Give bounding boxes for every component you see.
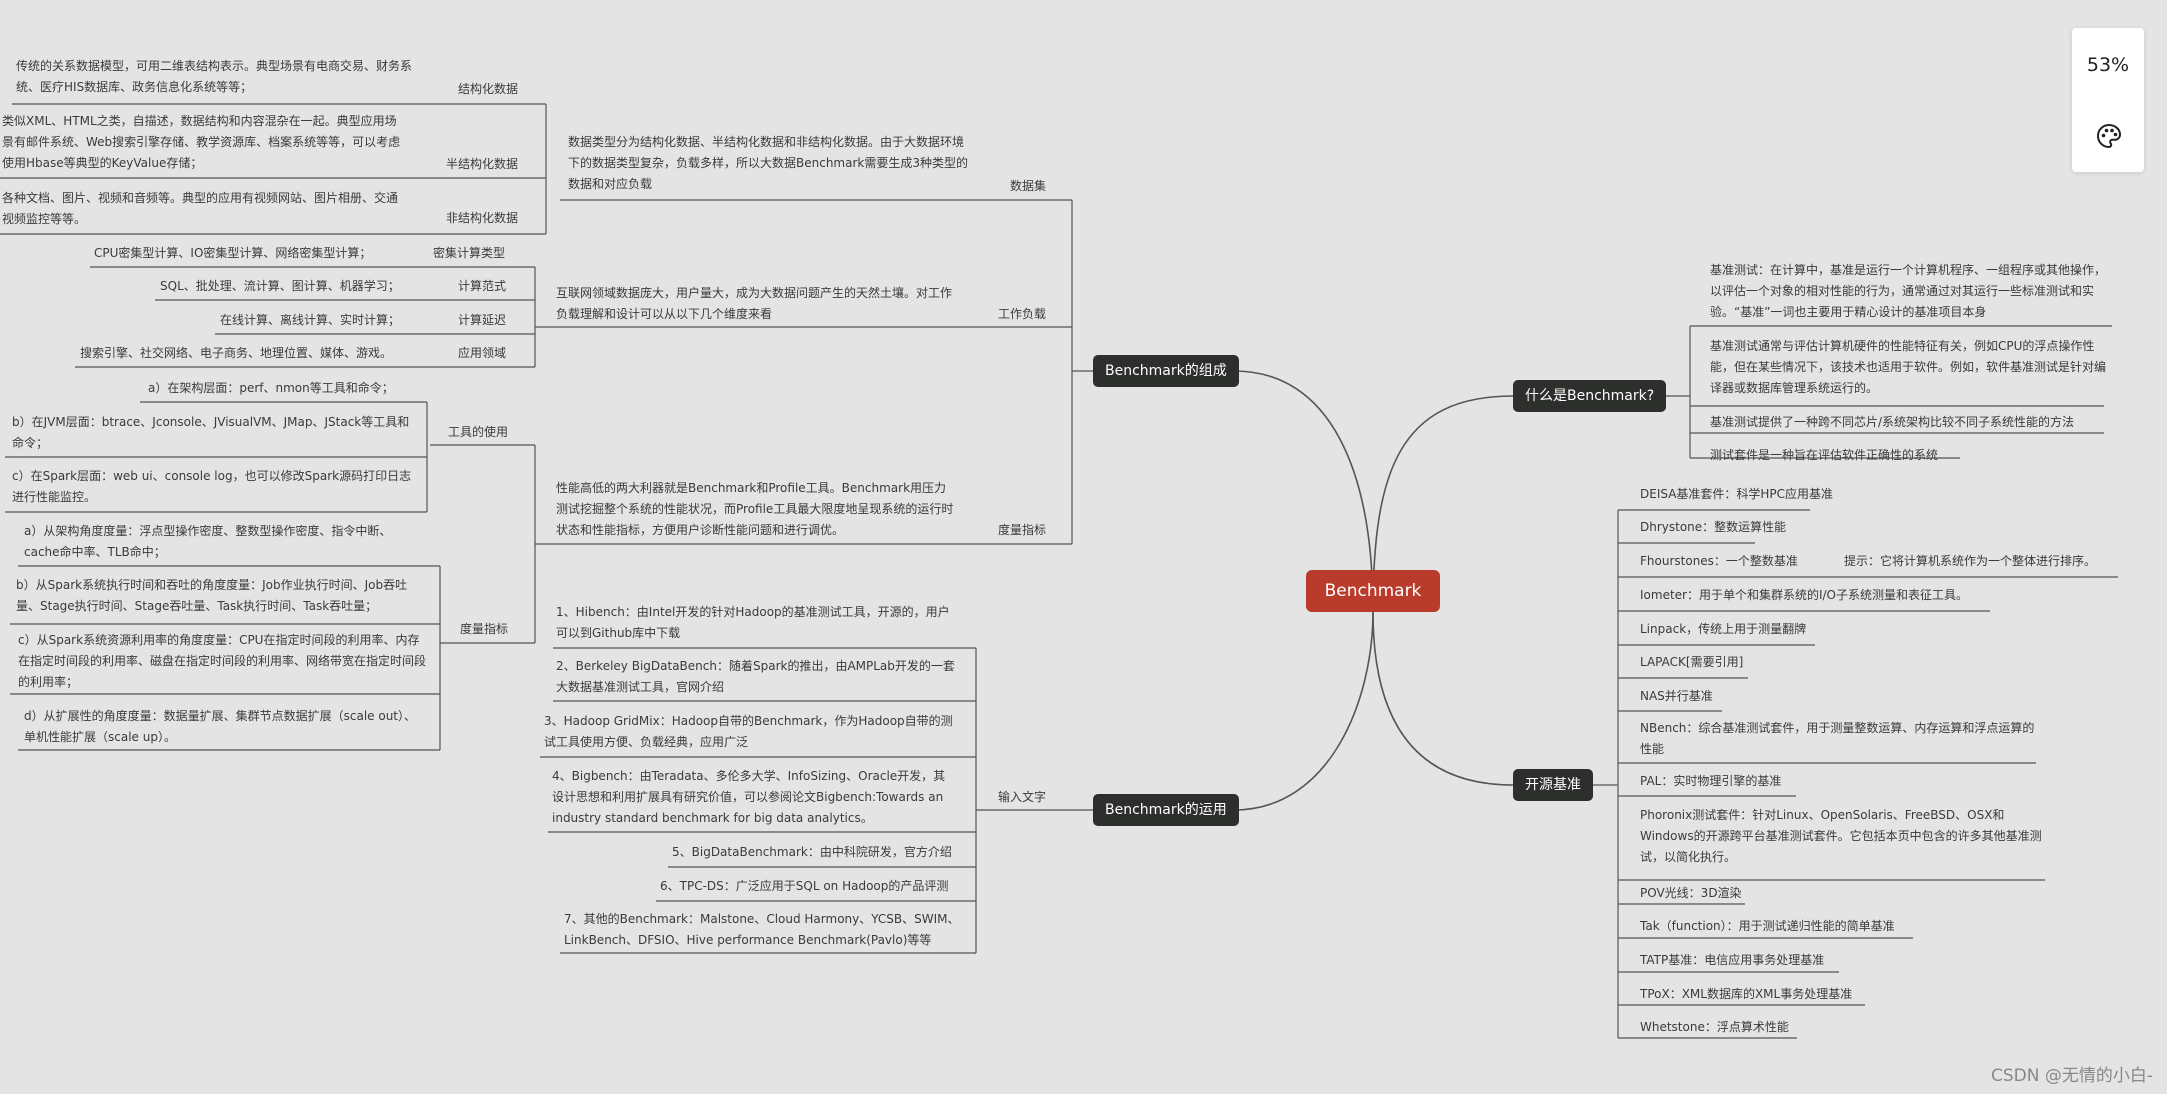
palette-icon[interactable] <box>2096 123 2122 149</box>
measures-item[interactable]: c）从Spark系统资源利用率的角度度量：CPU在指定时间段的利用率、内存在指定… <box>18 633 427 689</box>
usage-item[interactable]: 3、Hadoop GridMix：Hadoop自带的Benchmark，作为Ha… <box>544 714 953 749</box>
open-item[interactable]: PAL：实时物理引擎的基准 <box>1640 774 1782 788</box>
what-item[interactable]: 基准测试通常与评估计算机硬件的性能特征有关，例如CPU的浮点操作性能，但在某些情… <box>1710 339 2107 395</box>
workload-dim-label[interactable]: 计算范式 <box>458 279 507 293</box>
usage-item[interactable]: 5、BigDataBenchmark：由中科院研发，官方介绍 <box>672 845 952 859</box>
open-item[interactable]: LAPACK[需要引用] <box>1640 655 1744 669</box>
tools-item[interactable]: b）在JVM层面：btrace、Jconsole、JVisualVM、JMap、… <box>12 415 410 450</box>
workload-dim-description[interactable]: 搜索引擎、社交网络、电子商务、地理位置、媒体、游戏。 <box>80 346 393 360</box>
open-item[interactable]: TATP基准：电信应用事务处理基准 <box>1640 953 1825 967</box>
open-item[interactable]: Linpack，传统上用于测量翻牌 <box>1640 622 1807 636</box>
dataset-type-label[interactable]: 半结构化数据 <box>446 157 519 171</box>
dataset-type-description[interactable]: 传统的关系数据模型，可用二维表结构表示。典型场景有电商交易、财务系统、医疗HIS… <box>16 59 413 94</box>
what-item[interactable]: 基准测试：在计算中，基准是运行一个计算机程序、一组程序或其他操作，以评估一个对象… <box>1710 263 2107 319</box>
open-item[interactable]: TPoX：XML数据库的XML事务处理基准 <box>1640 987 1853 1001</box>
open-item[interactable]: Tak（function）：用于测试递归性能的简单基准 <box>1640 919 1895 933</box>
measures-item[interactable]: b）从Spark系统执行时间和吞吐的角度度量：Job作业执行时间、Job吞吐量、… <box>16 578 408 613</box>
workload-dim-description[interactable]: CPU密集型计算、IO密集型计算、网络密集型计算； <box>94 246 372 260</box>
workload-dim-label[interactable]: 密集计算类型 <box>433 246 506 260</box>
root-topic[interactable]: Benchmark <box>1306 570 1440 612</box>
workload-dim-description[interactable]: SQL、批处理、流计算、图计算、机器学习； <box>160 279 400 293</box>
open-item[interactable]: NBench：综合基准测试套件，用于测量整数运算、内存运算和浮点运算的性能 <box>1640 721 2035 756</box>
zoom-panel: 53% <box>2072 28 2144 172</box>
what-item[interactable]: 测试套件是一种旨在评估软件正确性的系统 <box>1710 448 1939 462</box>
open-item[interactable]: Whetstone：浮点算术性能 <box>1640 1020 1789 1034</box>
open-item[interactable]: Dhrystone：整数运算性能 <box>1640 520 1787 534</box>
workload-description[interactable]: 互联网领域数据庞大，用户量大，成为大数据问题产生的天然土壤。对工作负载理解和设计… <box>556 286 953 321</box>
open-item[interactable]: Fhourstones：一个整数基准 <box>1640 554 1798 568</box>
open-item[interactable]: DEISA基准套件：科学HPC应用基准 <box>1640 487 1834 501</box>
metrics-label[interactable]: 度量指标 <box>998 523 1047 537</box>
topic-benchmark-composition[interactable]: Benchmark的组成 <box>1093 355 1239 387</box>
workload-dim-label[interactable]: 应用领域 <box>458 346 507 360</box>
workload-label[interactable]: 工作负载 <box>998 307 1047 321</box>
dataset-label[interactable]: 数据集 <box>1010 179 1047 193</box>
metrics-description[interactable]: 性能高低的两大利器就是Benchmark和Profile工具。Benchmark… <box>556 481 954 537</box>
usage-item[interactable]: 1、Hibench：由Intel开发的针对Hadoop的基准测试工具，开源的，用… <box>556 605 950 640</box>
watermark: CSDN @无情的小白- <box>1990 1066 2153 1086</box>
usage-label[interactable]: 输入文字 <box>998 790 1047 804</box>
dataset-type-label[interactable]: 结构化数据 <box>458 82 519 96</box>
topic-benchmark-usage[interactable]: Benchmark的运用 <box>1093 794 1239 826</box>
open-item[interactable]: Iometer：用于单个和集群系统的I/O子系统测量和表征工具。 <box>1640 588 1969 602</box>
zoom-level[interactable]: 53% <box>2086 54 2130 76</box>
usage-item[interactable]: 6、TPC-DS：广泛应用于SQL on Hadoop的产品评测 <box>660 879 949 893</box>
what-item[interactable]: 基准测试提供了一种跨不同芯片/系统架构比较不同子系统性能的方法 <box>1710 415 2075 429</box>
usage-item[interactable]: 2、Berkeley BigDataBench：随着Spark的推出，由AMPL… <box>556 659 955 694</box>
dataset-type-description[interactable]: 类似XML、HTML之类，自描述，数据结构和内容混杂在一起。典型应用场景有邮件系… <box>2 114 401 170</box>
dataset-description[interactable]: 数据类型分为结构化数据、半结构化数据和非结构化数据。由于大数据环境下的数据类型复… <box>568 135 968 191</box>
tools-label[interactable]: 工具的使用 <box>448 425 509 439</box>
tools-item[interactable]: a）在架构层面：perf、nmon等工具和命令； <box>148 381 394 395</box>
workload-dim-label[interactable]: 计算延迟 <box>458 313 507 327</box>
open-item[interactable]: POV光线：3D渲染 <box>1640 886 1742 900</box>
tools-item[interactable]: c）在Spark层面：web ui、console log，也可以修改Spark… <box>12 469 412 504</box>
usage-item[interactable]: 7、其他的Benchmark：Malstone、Cloud Harmony、YC… <box>564 912 960 947</box>
topic-what-is-benchmark[interactable]: 什么是Benchmark? <box>1513 380 1667 412</box>
workload-dim-description[interactable]: 在线计算、离线计算、实时计算； <box>220 313 401 327</box>
measures-label[interactable]: 度量指标 <box>460 622 509 636</box>
topic-open-source-benchmarks[interactable]: 开源基准 <box>1513 769 1593 801</box>
open-item[interactable]: Phoronix测试套件：针对Linux、OpenSolaris、FreeBSD… <box>1640 808 2042 864</box>
usage-item[interactable]: 4、Bigbench：由Teradata、多伦多大学、InfoSizing、Or… <box>552 769 946 825</box>
dataset-type-label[interactable]: 非结构化数据 <box>446 211 519 225</box>
measures-item[interactable]: a）从架构角度度量：浮点型操作密度、整数型操作密度、指令中断、cache命中率、… <box>24 524 392 559</box>
dataset-type-description[interactable]: 各种文档、图片、视频和音频等。典型的应用有视频网站、图片相册、交通视频监控等等。 <box>2 191 399 226</box>
open-item-tip[interactable]: 提示：它将计算机系统作为一个整体进行排序。 <box>1844 554 2097 568</box>
measures-item[interactable]: d）从扩展性的角度度量：数据量扩展、集群节点数据扩展（scale out）、单机… <box>24 709 417 744</box>
open-item[interactable]: NAS并行基准 <box>1640 689 1713 703</box>
